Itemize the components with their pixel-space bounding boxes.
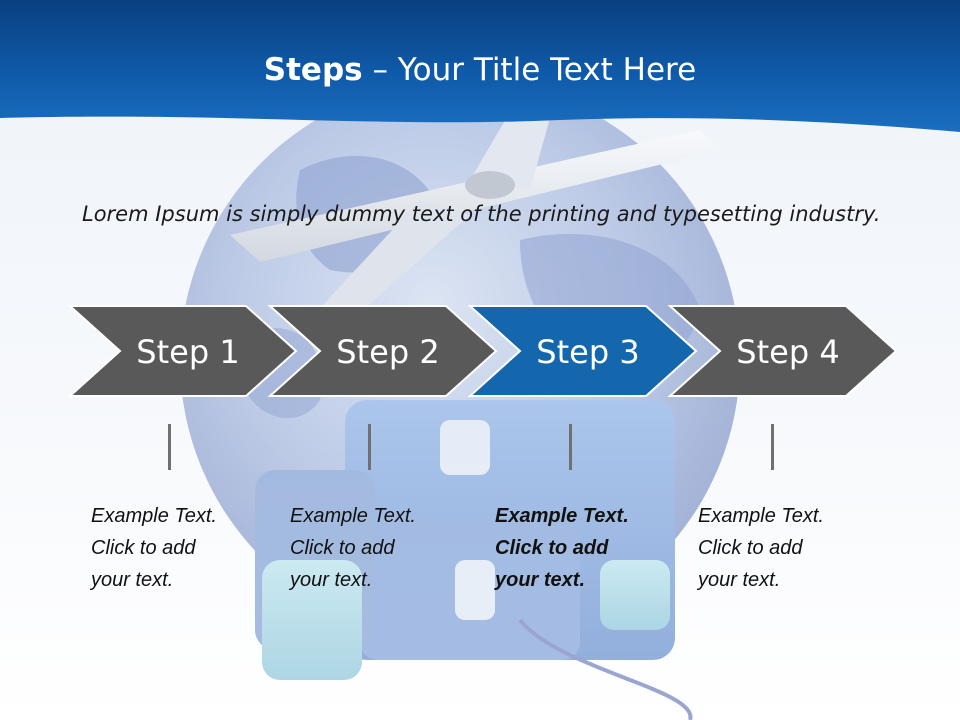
step-chevron-3[interactable]: Step 3 (467, 305, 698, 397)
connector-line-3 (569, 424, 572, 470)
step-caption-1[interactable]: Example Text. Click to add your text. (91, 500, 281, 596)
step-chevron-2[interactable]: Step 2 (267, 305, 498, 397)
caption-line: your text. (91, 569, 174, 591)
intro-paragraph: Lorem Ipsum is simply dummy text of the … (82, 202, 881, 226)
step-label: Step 4 (736, 333, 839, 371)
chevron-shape (667, 305, 898, 397)
step-chevron-1[interactable]: Step 1 (67, 305, 298, 397)
step-chevron-4[interactable]: Step 4 (667, 305, 898, 397)
title-bold-text: Steps (263, 52, 363, 88)
caption-line: Click to add (91, 537, 196, 559)
chevron-shape (267, 305, 498, 397)
airplane-image (230, 95, 720, 335)
chevron-shape (467, 305, 698, 397)
caption-line: Click to add (290, 537, 395, 559)
step-caption-2[interactable]: Example Text. Click to add your text. (290, 500, 480, 596)
header-band (0, 0, 960, 132)
caption-line: Example Text. (91, 505, 217, 527)
step-label: Step 3 (536, 333, 639, 371)
caption-line: Click to add (698, 537, 803, 559)
connector-line-2 (368, 424, 371, 470)
caption-line: Example Text. (698, 505, 824, 527)
connector-line-1 (168, 424, 171, 470)
caption-line: Example Text. (290, 505, 416, 527)
caption-line: Click to add (495, 537, 609, 559)
caption-line: your text. (495, 569, 586, 591)
step-caption-4[interactable]: Example Text. Click to add your text. (698, 500, 888, 596)
caption-line: your text. (290, 569, 373, 591)
caption-line: Example Text. (495, 505, 629, 527)
step-label: Step 1 (136, 333, 239, 371)
connector-line-4 (771, 424, 774, 470)
title-rest-text: – Your Title Text Here (362, 52, 697, 88)
caption-line: your text. (698, 569, 781, 591)
step-label: Step 2 (336, 333, 439, 371)
step-caption-3[interactable]: Example Text. Click to add your text. (495, 500, 685, 596)
chevron-shape (67, 305, 298, 397)
slide-title: Steps – Your Title Text Here (0, 52, 960, 88)
